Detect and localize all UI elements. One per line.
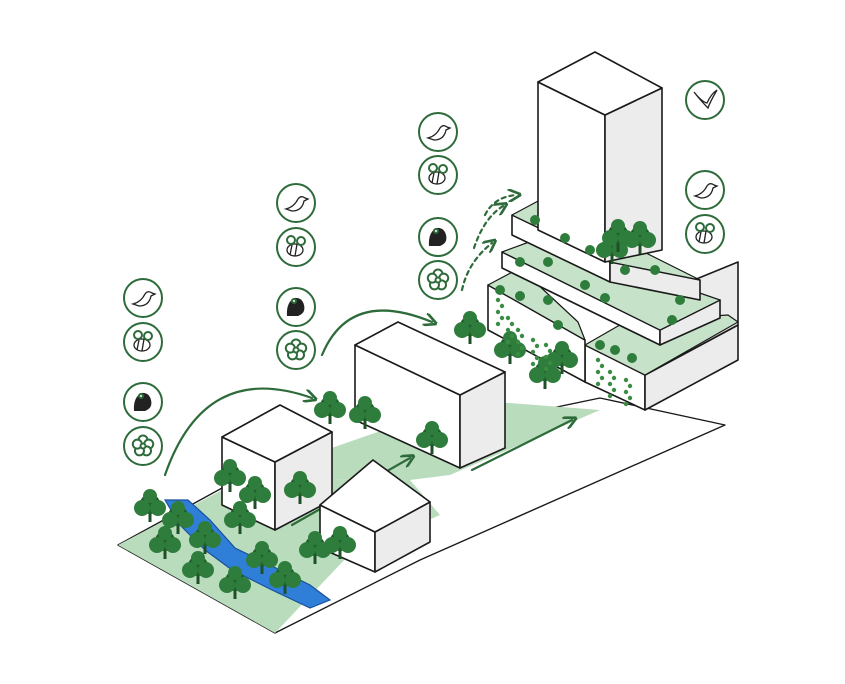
vine (607, 369, 617, 399)
vine (530, 337, 540, 367)
shrub (585, 245, 595, 255)
bird-badge (685, 170, 725, 210)
tree (149, 526, 181, 559)
shrub (543, 257, 553, 267)
tree (546, 341, 578, 374)
tree (314, 391, 346, 424)
tree (299, 531, 331, 564)
vine (543, 342, 553, 372)
tree (224, 501, 256, 534)
flower-icon (426, 268, 450, 291)
bee-badge (418, 155, 458, 195)
swift-badge (685, 80, 725, 120)
shrub (515, 257, 525, 267)
bee-icon (133, 330, 153, 352)
tree (162, 501, 194, 534)
bee-icon (428, 163, 448, 185)
bird-badge (276, 183, 316, 223)
shrub (600, 293, 610, 303)
flower-badge (418, 260, 458, 300)
tree (602, 219, 634, 252)
bird-icon (425, 125, 452, 141)
tree (284, 471, 316, 504)
vine (515, 327, 525, 357)
bee-badge (123, 322, 163, 362)
shrub (580, 280, 590, 290)
shrub (675, 295, 685, 305)
shrub (650, 265, 660, 275)
bee-icon (286, 235, 306, 257)
shrub (530, 215, 540, 225)
trees (134, 219, 656, 599)
flow-arrow-3 (460, 243, 492, 292)
frog-icon (428, 227, 447, 246)
flow-arrow-ground-2 (470, 420, 572, 472)
bird-icon (692, 183, 719, 199)
vine (495, 297, 505, 327)
shrub (560, 233, 570, 243)
frog-badge (418, 217, 458, 257)
shrub (543, 295, 553, 305)
tree (454, 311, 486, 344)
tree (182, 551, 214, 584)
flow-arrow-2 (320, 309, 432, 357)
bird-icon (130, 291, 157, 307)
shrubs (495, 215, 685, 363)
bird-badge (418, 112, 458, 152)
bee-badge (685, 214, 725, 254)
tower-complex (487, 51, 739, 411)
flow-arrow-1 (163, 387, 312, 477)
tree (189, 521, 221, 554)
tree (246, 541, 278, 574)
shrub (553, 320, 563, 330)
shrub (515, 291, 525, 301)
frog-badge (276, 287, 316, 327)
vine (595, 357, 605, 387)
shrub (610, 345, 620, 355)
tree (219, 566, 251, 599)
tree (269, 561, 301, 594)
flow-arrow-5 (483, 195, 516, 217)
species-badges (123, 80, 725, 466)
shrub (620, 265, 630, 275)
bee-badge (276, 227, 316, 267)
shrub (595, 340, 605, 350)
frog-icon (133, 392, 152, 411)
shrub (667, 315, 677, 325)
bee-icon (695, 222, 715, 244)
flow-arrow-4 (472, 206, 503, 250)
frog-badge (123, 382, 163, 422)
flower-icon (284, 338, 308, 361)
vine (623, 377, 633, 407)
swift-icon (693, 89, 718, 110)
tree (214, 459, 246, 492)
tree (416, 421, 448, 454)
frog-icon (286, 297, 305, 316)
bird-badge (123, 278, 163, 318)
vine (505, 315, 515, 345)
shrub (627, 353, 637, 363)
bird-icon (283, 196, 310, 212)
flower-badge (123, 426, 163, 466)
flower-badge (276, 330, 316, 370)
flower-icon (131, 434, 155, 457)
tree (349, 396, 381, 429)
tree (239, 476, 271, 509)
tree (134, 489, 166, 522)
green-facade-vines (495, 297, 633, 407)
shrub (495, 285, 505, 295)
